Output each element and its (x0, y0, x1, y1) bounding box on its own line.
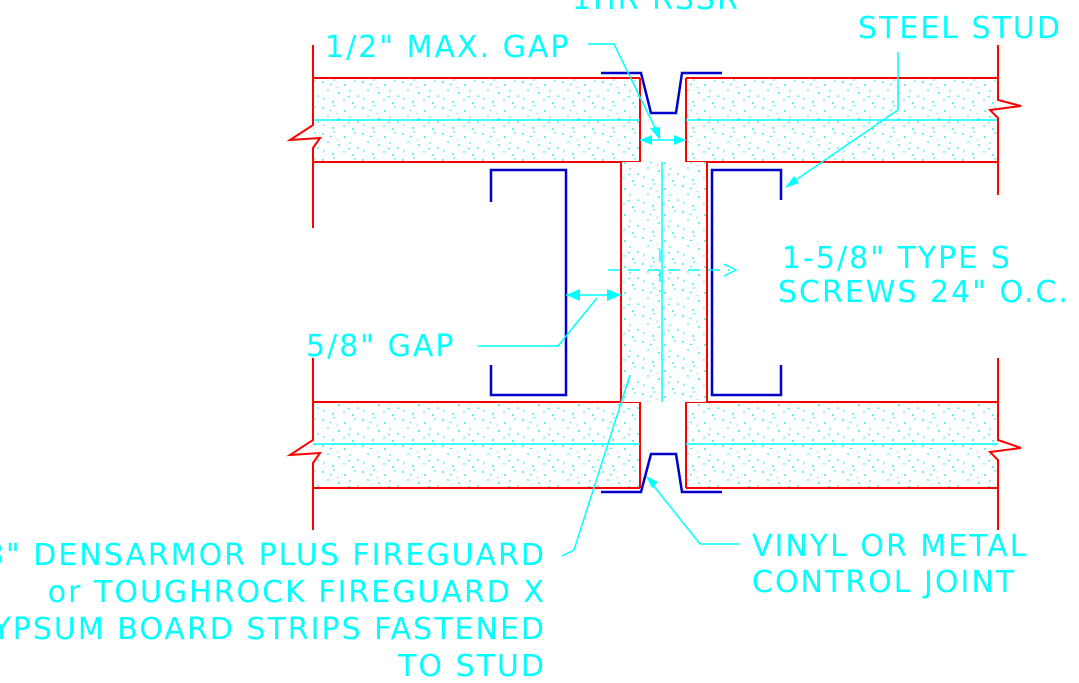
top-board-right (685, 77, 998, 163)
label-joint-line1: VINYL OR METAL (752, 529, 1028, 564)
steel-stud-left (489, 168, 568, 397)
gypsum-strip (620, 162, 708, 402)
break-line-top-right (987, 45, 1022, 195)
leader-gap (478, 297, 598, 347)
label-gap: 5/8" GAP (306, 329, 455, 364)
label-max-gap: 1/2" MAX. GAP (325, 30, 571, 65)
max-gap-dimension (640, 135, 686, 145)
leader-steel-stud (786, 52, 899, 187)
leader-strips (561, 374, 631, 557)
label-strips-line3: GYPSUM BOARD STRIPS FASTENED (0, 612, 546, 647)
bottom-board-right (685, 401, 998, 489)
label-strips-line4: TO STUD (397, 649, 546, 683)
title-partial: 1HR RSSR (572, 0, 740, 17)
control-joint-top (601, 71, 722, 115)
steel-stud-right (710, 168, 783, 397)
gap-dimension (566, 289, 621, 301)
leader-control-joint-arrowhead (646, 476, 658, 488)
label-strips-line1: 5/8" DENSARMOR PLUS FIREGUARD (0, 538, 546, 573)
leader-max-gap-arrowhead (650, 127, 660, 140)
label-screws-line2: SCREWS 24" O.C. (778, 275, 1070, 310)
bottom-board-left (313, 401, 641, 489)
label-screws-line1: 1-5/8" TYPE S (782, 241, 1012, 276)
leader-control-joint (648, 479, 740, 545)
label-steel-stud: STEEL STUD (858, 11, 1062, 46)
break-line-top-left (286, 45, 323, 228)
top-board-left (313, 77, 641, 163)
label-strips-line2: or TOUGHROCK FIREGUARD X (48, 575, 546, 610)
leader-steel-stud-arrowhead (785, 176, 799, 188)
label-joint-line2: CONTROL JOINT (752, 565, 1016, 600)
break-line-bottom-right (987, 358, 1022, 530)
break-line-bottom-left (286, 358, 323, 530)
leader-max-gap (588, 43, 661, 139)
control-joint-bottom (601, 452, 722, 494)
screw-indicator (608, 250, 738, 292)
